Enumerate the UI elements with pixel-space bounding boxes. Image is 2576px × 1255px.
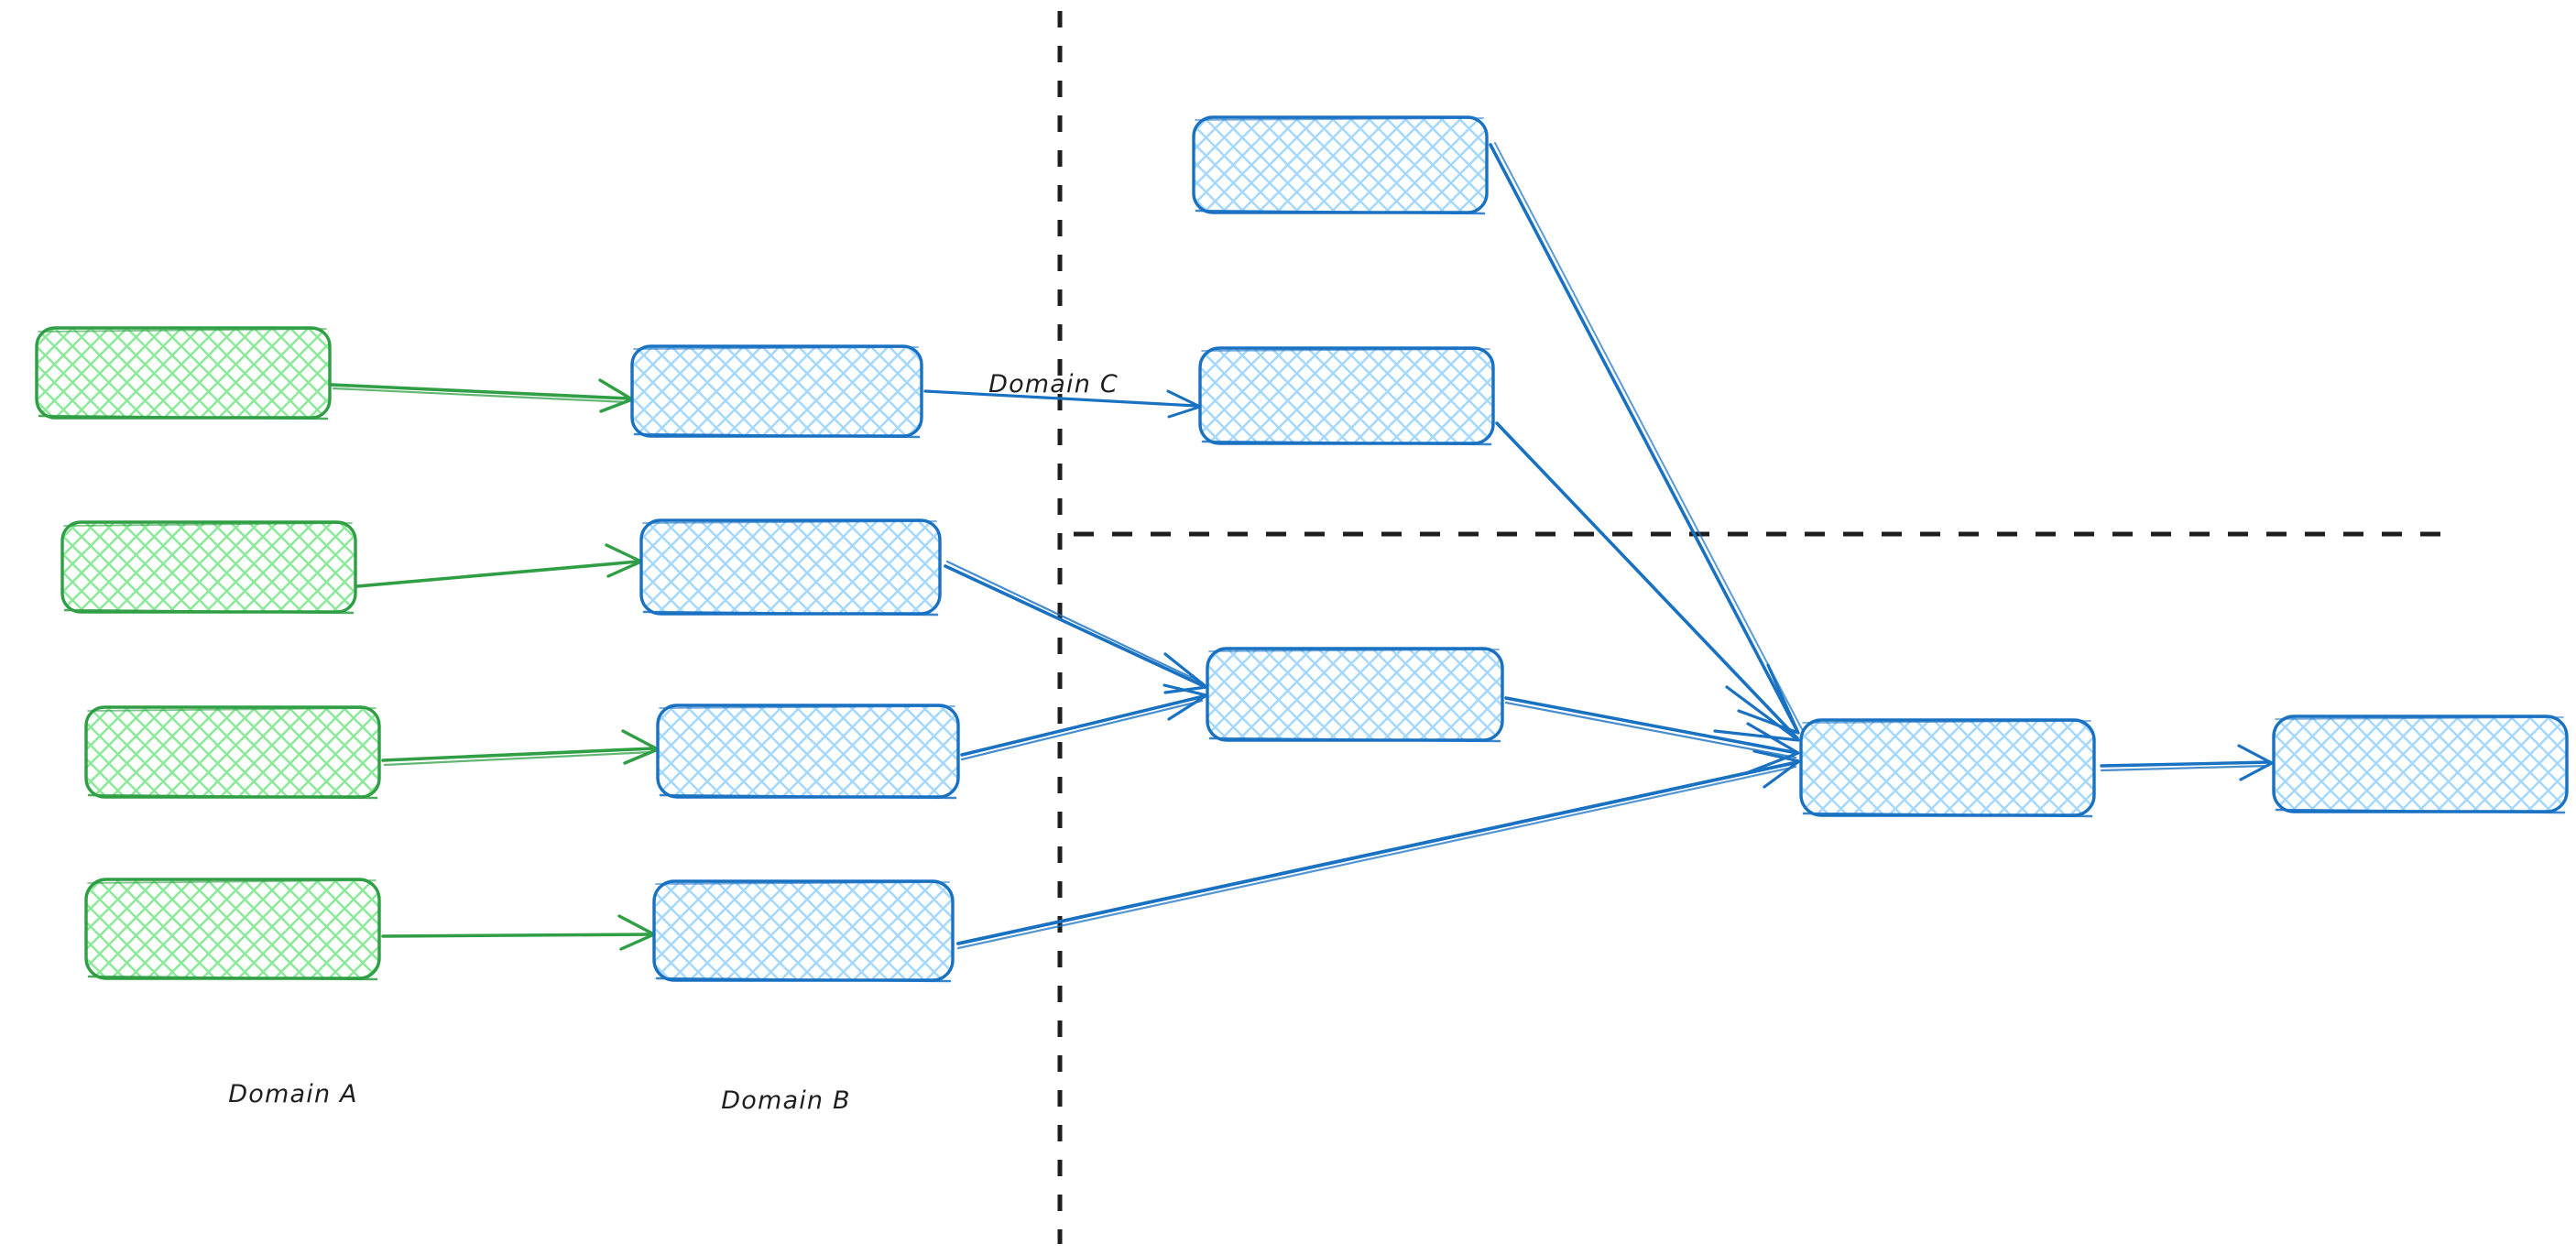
node-c2[interactable] xyxy=(1198,346,1495,446)
edge-a4-b4 xyxy=(381,914,656,951)
edge-c2-d1 xyxy=(1495,421,1800,742)
domain-b-label: Domain B xyxy=(721,1086,850,1115)
blue-node-group-b xyxy=(630,344,960,983)
green-edge-group xyxy=(330,378,660,951)
edge-a1-b1 xyxy=(330,378,634,413)
edge-a2-b2 xyxy=(355,543,643,588)
edge-c1-d1 xyxy=(1489,142,1803,735)
node-a4[interactable] xyxy=(84,878,381,981)
domain-c-label: Domain C xyxy=(988,370,1119,398)
edge-c3-d1 xyxy=(1504,696,1800,775)
node-e1[interactable] xyxy=(2272,715,2569,814)
green-node-group xyxy=(35,326,381,981)
edge-d1-e1 xyxy=(2100,744,2274,781)
node-b4[interactable] xyxy=(652,879,955,983)
node-a1[interactable] xyxy=(35,326,332,420)
node-a2[interactable] xyxy=(60,520,357,615)
node-c3[interactable] xyxy=(1206,647,1504,743)
node-b2[interactable] xyxy=(639,518,942,617)
edge-a3-b3 xyxy=(381,729,660,767)
edge-b2-c3 xyxy=(944,560,1208,694)
edge-b4-d1 xyxy=(956,749,1801,950)
edge-b1-c2 xyxy=(923,389,1202,419)
node-d1[interactable] xyxy=(1799,718,2096,818)
domain-a-label: Domain A xyxy=(228,1080,357,1108)
node-b3[interactable] xyxy=(656,704,960,800)
blue-edge-group xyxy=(923,142,2274,950)
node-b1[interactable] xyxy=(630,344,923,439)
blue-node-group-c xyxy=(1192,115,2569,818)
node-c1[interactable] xyxy=(1192,115,1489,215)
node-a3[interactable] xyxy=(84,705,381,800)
domain-label-group: Domain A Domain B Domain C xyxy=(228,370,1119,1115)
edge-b3-c3 xyxy=(960,683,1208,761)
